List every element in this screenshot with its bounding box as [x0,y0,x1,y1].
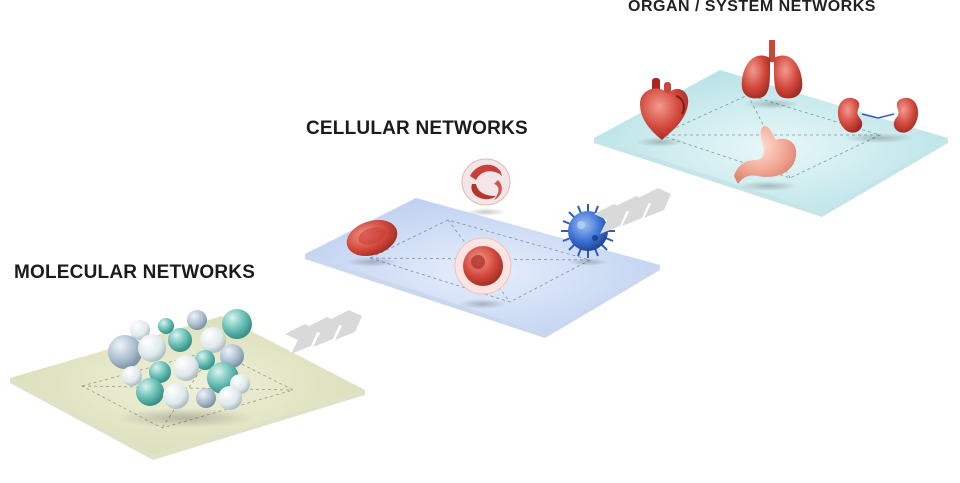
lungs-icon [741,40,803,109]
red-blood-cell-icon [346,219,398,267]
virus-icon [561,204,615,266]
kidneys-icon [837,97,919,143]
platelet-cell-icon [461,158,511,216]
organ-networks-title: ORGAN / SYSTEM NETWORKS [628,0,876,15]
stomach-icon [734,126,798,191]
cellular-networks-title: CELLULAR NETWORKS [306,118,528,139]
molecule-cluster-icon [108,309,255,428]
heart-icon [636,78,689,147]
progression-arrow-1 [285,310,362,354]
progression-arrow-2 [594,188,671,234]
molecular-networks-title: MOLECULAR NETWORKS [14,262,256,283]
white-blood-cell-icon [454,237,512,309]
molecular-plane [10,316,365,460]
molecular-plane-surface [10,316,365,455]
